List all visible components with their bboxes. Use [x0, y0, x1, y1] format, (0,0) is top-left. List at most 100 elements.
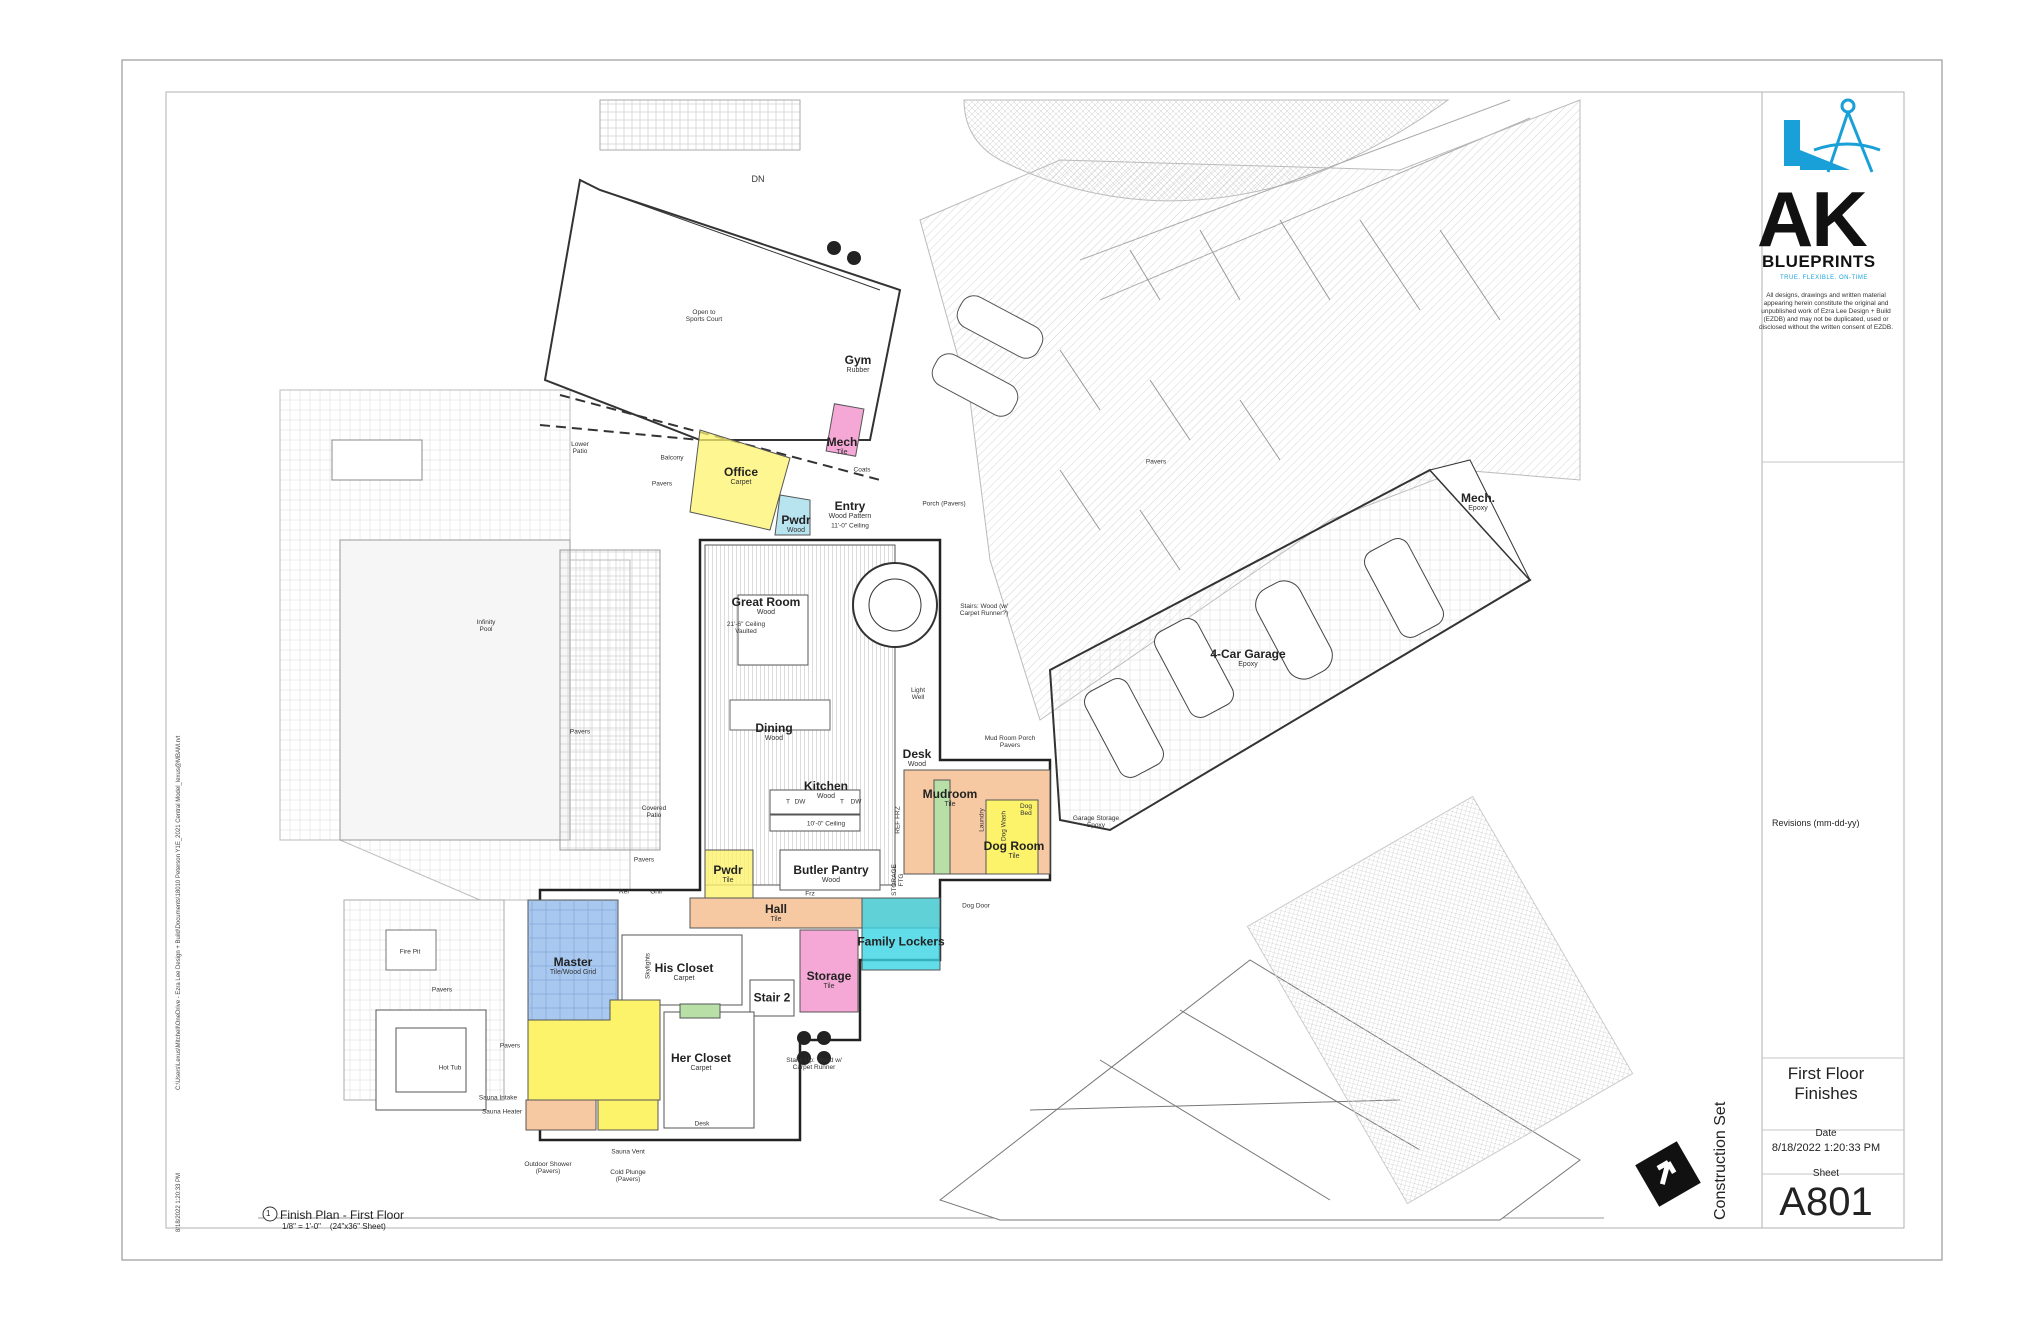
room-finish: Tile [1008, 852, 1020, 860]
label-pavers-tub: Pavers [499, 1042, 521, 1050]
label-grill: Grill [650, 888, 662, 896]
room-name: Great Room [731, 595, 801, 610]
label-fire-pit: Fire Pit [399, 948, 421, 956]
infinity-pool [339, 539, 571, 841]
room-finish: Tile [722, 876, 734, 884]
logo-word: BLUEPRINTS [1762, 252, 1876, 271]
room-finish: Carpet [690, 1064, 712, 1072]
room-name: Mech [826, 435, 858, 450]
label-light-well: Light Well [910, 686, 926, 701]
mech-zone-top [825, 403, 865, 457]
label-ref: Ref [618, 888, 630, 896]
pwdr-zone-top [774, 494, 811, 536]
compass-logo-icon [1784, 98, 1881, 173]
room-name: Dining [755, 721, 793, 736]
room-name: Stair 2 [753, 990, 791, 1005]
room-name: Her Closet [670, 1051, 732, 1066]
label-dw-2: DW [850, 798, 862, 806]
fire-pit [385, 929, 437, 971]
label-sauna-heater: Sauna Heater [481, 1108, 523, 1116]
room-name: Pwdr [713, 863, 743, 878]
label-stairs: Stairs: Wood (w/ Carpet Runner?) [959, 602, 1009, 617]
parked-car [931, 295, 1044, 417]
disclaimer-text: All designs, drawings and written materi… [1758, 292, 1894, 331]
label-sauna-vent: Sauna Vent [611, 1148, 645, 1156]
revisions-label: Revisions (mm-dd-yy) [1772, 818, 1860, 828]
dog-room-zone [985, 799, 1039, 875]
family-lockers-zone [861, 897, 941, 971]
label-pavers-balcony: Pavers [651, 480, 673, 488]
label-covered-patio: Covered Patio [641, 804, 667, 819]
outer-border [121, 59, 1943, 1261]
label-dog-bed: Dog Bed [1020, 802, 1032, 817]
room-tag-mech-garage: Mech.Epoxy [1461, 492, 1495, 512]
logo-tagline: TRUE. FLEXIBLE. ON-TIME [1780, 275, 1868, 281]
label-sauna-intake: Sauna Intake [478, 1094, 518, 1102]
label-infinity-pool: Infinity Pool [476, 618, 496, 633]
label-cold-plunge: Cold Plunge (Pavers) [610, 1168, 646, 1183]
room-name: Office [723, 465, 759, 480]
label-pavers-driveway: Pavers [1145, 458, 1167, 466]
room-finish: Wood [816, 792, 836, 800]
label-laundry: Laundry [978, 808, 986, 832]
room-finish: Tile [823, 982, 835, 990]
office-zone [689, 429, 791, 531]
label-porch: Porch (Pavers) [922, 500, 966, 508]
room-finish: Wood Pattern [828, 512, 872, 520]
room-name: Storage [806, 969, 852, 984]
label-storage-side: STORAGE FTG [890, 864, 905, 896]
sheet-title-line1: First Floor [1787, 1064, 1865, 1083]
room-name: Dog Room [983, 839, 1045, 854]
label-coats: Coats [853, 466, 871, 474]
label-skylights: Skylights [644, 952, 652, 980]
room-name: Mudroom [922, 787, 978, 802]
room-finish: Wood [756, 608, 776, 616]
label-open-to-sports-court: Open to Sports Court [685, 308, 723, 323]
room-finish: Wood [821, 876, 841, 884]
room-name: Kitchen [803, 779, 849, 794]
room-finish: Wood [786, 526, 806, 534]
label-dn: DN [751, 174, 765, 185]
room-finish: Carpet [673, 974, 695, 982]
view-number: 1 [266, 1209, 271, 1218]
label-hot-tub: Hot Tub [438, 1064, 462, 1072]
label-entry-ceiling: 11'-0" Ceiling [831, 522, 869, 530]
butler-pantry-zone [779, 849, 881, 891]
label-pavers-deck: Pavers [431, 986, 453, 994]
room-name: Entry [834, 499, 866, 514]
room-name: Mech. [1460, 491, 1496, 506]
room-finish: Epoxy [1238, 660, 1258, 668]
label-lower-patio: Lower Patio [571, 440, 589, 455]
room-name: Desk [902, 747, 932, 762]
label-outdoor-shower: Outdoor Shower (Pavers) [524, 1160, 572, 1175]
sports-court-building [543, 178, 902, 441]
room-finish: Wood [907, 760, 927, 768]
storage-zone [799, 929, 859, 1013]
room-name: Butler Pantry [793, 863, 869, 878]
logo-letters: AK [1757, 175, 1868, 263]
room-name: Pwdr [781, 513, 811, 528]
room-name: Hall [764, 902, 788, 917]
room-finish: Tile [944, 800, 956, 808]
his-closet-zone [621, 934, 743, 1006]
sheet-label: Sheet [1812, 1168, 1840, 1179]
room-finish: Wood [764, 734, 784, 742]
room-name: His Closet [654, 961, 714, 976]
room-finish: Carpet [730, 478, 752, 486]
room-name: 4-Car Garage [1210, 647, 1286, 662]
